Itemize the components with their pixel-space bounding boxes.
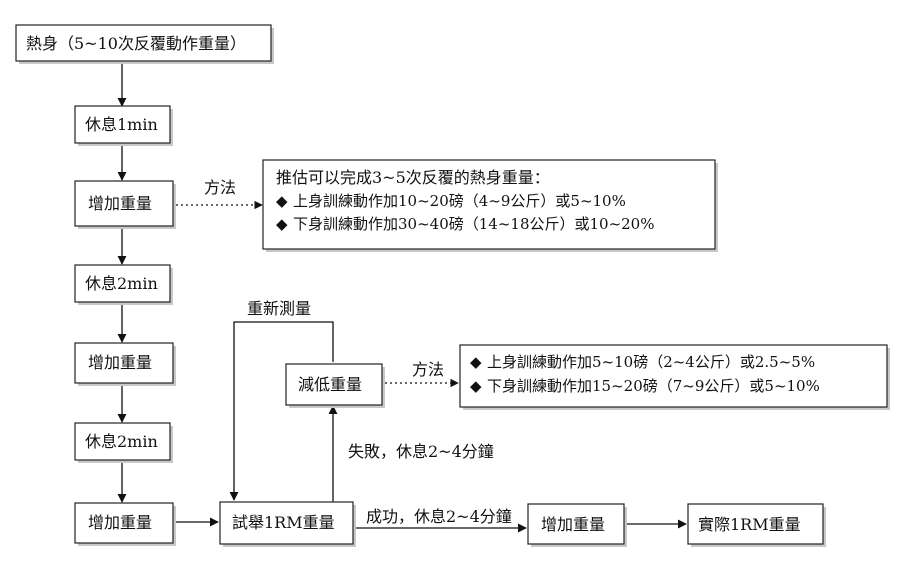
node-rest-2b-label: 休息2min — [85, 432, 158, 451]
node-try-1rm: 試舉1RM重量 — [219, 501, 356, 547]
node-add-weight-2-label: 增加重量 — [88, 353, 152, 372]
node-add-weight-4-label: 增加重量 — [541, 515, 605, 534]
node-rest-2a: 休息2min — [74, 264, 173, 305]
node-add-weight-4: 增加重量 — [527, 503, 627, 547]
node-actual-1rm-label: 實際1RM重量 — [698, 515, 801, 534]
note-reduce-bullet-2-icon: ◆ — [470, 377, 482, 395]
node-rest-2b: 休息2min — [74, 422, 173, 463]
note-warmup-upper: 上身訓練動作加10~20磅（4~9公斤）或5~10% — [293, 192, 626, 210]
node-reduce-weight: 減低重量 — [285, 363, 385, 408]
node-actual-1rm: 實際1RM重量 — [687, 503, 826, 547]
node-add-weight-1-label: 增加重量 — [88, 194, 152, 213]
edge-label-method-2: 方法 — [412, 360, 444, 379]
edge-label-fail: 失敗，休息2~4分鐘 — [348, 442, 494, 461]
node-reduce-weight-label: 減低重量 — [298, 375, 362, 394]
edge-label-success: 成功，休息2~4分鐘 — [366, 507, 512, 526]
edge-reduce-to-try-remeasure — [229, 321, 334, 501]
node-add-weight-3: 增加重量 — [74, 502, 176, 546]
note-warmup-method: 推估可以完成3~5次反覆的熱身重量： ◆ 上身訓練動作加10~20磅（4~9公斤… — [262, 159, 718, 252]
node-try-1rm-label: 試舉1RM重量 — [232, 513, 335, 532]
note-warmup-lower: 下身訓練動作加30~40磅（14~18公斤）或10~20% — [293, 215, 654, 233]
node-add-weight-3-label: 增加重量 — [88, 513, 152, 532]
node-add-weight-1: 增加重量 — [74, 180, 176, 229]
note-reduce-upper: 上身訓練動作加5~10磅（2~4公斤）或2.5~5% — [487, 353, 815, 371]
node-rest-2a-label: 休息2min — [85, 274, 158, 293]
node-rest-1-label: 休息1min — [85, 115, 158, 134]
note-warmup-bullet-1-icon: ◆ — [276, 192, 288, 210]
edge-label-method-1: 方法 — [204, 178, 236, 197]
edge-label-remeasure: 重新測量 — [247, 299, 311, 318]
node-rest-1: 休息1min — [74, 105, 173, 146]
note-reduce-method: ◆ 上身訓練動作加5~10磅（2~4公斤）或2.5~5% ◆ 下身訓練動作加15… — [459, 344, 890, 410]
note-warmup-title: 推估可以完成3~5次反覆的熱身重量： — [276, 168, 550, 187]
node-warmup: 熱身（5~10次反覆動作重量） — [15, 24, 274, 64]
note-reduce-bullet-1-icon: ◆ — [470, 353, 482, 371]
note-reduce-lower: 下身訓練動作加15~20磅（7~9公斤）或5~10% — [487, 377, 820, 395]
node-warmup-label: 熱身（5~10次反覆動作重量） — [26, 34, 246, 53]
connectors — [117, 64, 687, 533]
node-add-weight-2: 增加重量 — [74, 342, 176, 386]
note-warmup-bullet-2-icon: ◆ — [276, 215, 288, 233]
